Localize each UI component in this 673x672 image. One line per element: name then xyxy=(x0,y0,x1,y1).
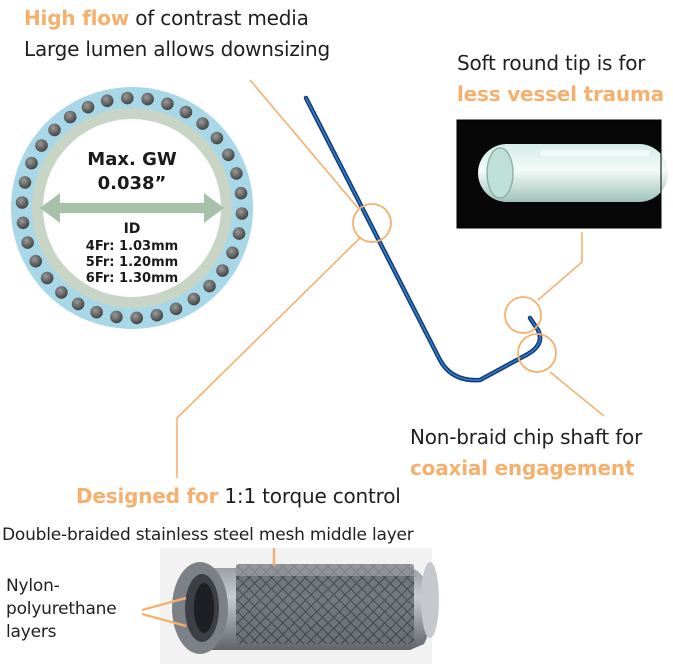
nylon-label-line1: Nylon- xyxy=(6,576,60,596)
callout-lines xyxy=(176,79,605,478)
torque-text: Designed for 1:1 torque control xyxy=(76,484,401,508)
braid-dot xyxy=(18,176,32,189)
braid-dot xyxy=(16,216,30,230)
nylon-pointer-bottom xyxy=(141,612,187,628)
max-gw-value: 0.038” xyxy=(98,173,167,194)
tip-callout-circle xyxy=(504,296,542,334)
braid-dot xyxy=(234,186,248,200)
braid-dot xyxy=(90,305,103,319)
braid-dot xyxy=(235,207,249,220)
id-double-arrow xyxy=(40,193,224,223)
braid-dot xyxy=(110,310,123,324)
braid-dot xyxy=(21,236,34,249)
braid-dot xyxy=(141,92,154,106)
braid-dot xyxy=(25,156,38,170)
braid-dot xyxy=(29,254,42,268)
callout-line-tip xyxy=(537,261,583,301)
nylon-label-line2: polyurethane xyxy=(6,599,117,619)
torque-rest: 1:1 torque control xyxy=(218,484,401,508)
callout-line-flow xyxy=(249,79,359,209)
braid-dot xyxy=(150,308,164,322)
id-label: ID xyxy=(124,221,141,237)
braid-dots xyxy=(15,91,249,325)
nylon-label-line3: layers xyxy=(6,622,57,642)
torque-highlight: Designed for xyxy=(76,484,219,508)
catheter xyxy=(303,95,543,383)
braid-dot xyxy=(130,311,143,325)
size-4fr: 4Fr: 1.03mm xyxy=(86,239,178,254)
braid-dot xyxy=(121,91,134,105)
downsizing-text: Large lumen allows downsizing xyxy=(24,37,330,61)
middle-layer-label: Double-braided stainless steel mesh midd… xyxy=(2,525,414,545)
braid-dot xyxy=(179,105,193,119)
shaft-highlight: coaxial engagement xyxy=(410,456,635,480)
braid-dot xyxy=(216,264,229,277)
braid-dot xyxy=(63,110,77,124)
callout-circles xyxy=(352,203,557,373)
size-5fr: 5Fr: 1.20mm xyxy=(86,255,178,270)
braid-dot xyxy=(222,148,235,162)
callout-line-shaft xyxy=(549,371,605,417)
tip-text: Soft round tip is for xyxy=(457,51,646,75)
braid-dot xyxy=(100,94,114,108)
flow-callout-circle xyxy=(352,203,392,243)
shaft-callout-circle xyxy=(517,333,557,373)
braid-dot xyxy=(71,297,85,311)
callout-line-torque xyxy=(176,237,361,419)
braid-dot xyxy=(15,196,29,209)
braid-dot xyxy=(230,167,243,180)
braid-dot xyxy=(55,286,68,299)
braid-dot xyxy=(40,271,54,285)
braid-dot xyxy=(169,302,183,316)
shaft-text: Non-braid chip shaft for xyxy=(410,425,643,449)
tip-photo xyxy=(456,119,668,229)
braid-dot xyxy=(187,292,201,306)
braid-dot xyxy=(210,131,224,145)
braid-dot xyxy=(161,97,174,111)
cross-section: Max. GW 0.038” ID 4Fr: 1.03mm 5Fr: 1.20m… xyxy=(11,87,253,329)
braid-dot xyxy=(35,139,48,152)
max-gw-label: Max. GW xyxy=(87,149,177,170)
braid-dot xyxy=(81,100,95,114)
nylon-pointer-top xyxy=(141,596,187,612)
flow-headline: High flow of contrast media xyxy=(24,6,309,30)
tube-illustration xyxy=(160,548,439,664)
braid-dot xyxy=(232,227,246,240)
layer-pointers xyxy=(141,548,276,628)
braid-dot xyxy=(48,123,61,137)
braid-dot xyxy=(226,246,239,260)
braid-dot xyxy=(196,117,209,130)
size-6fr: 6Fr: 1.30mm xyxy=(86,271,178,286)
flow-highlight: High flow xyxy=(24,6,130,30)
tip-highlight: less vessel trauma xyxy=(457,82,664,106)
flow-rest: of contrast media xyxy=(129,6,309,30)
braid-dot xyxy=(203,279,216,293)
